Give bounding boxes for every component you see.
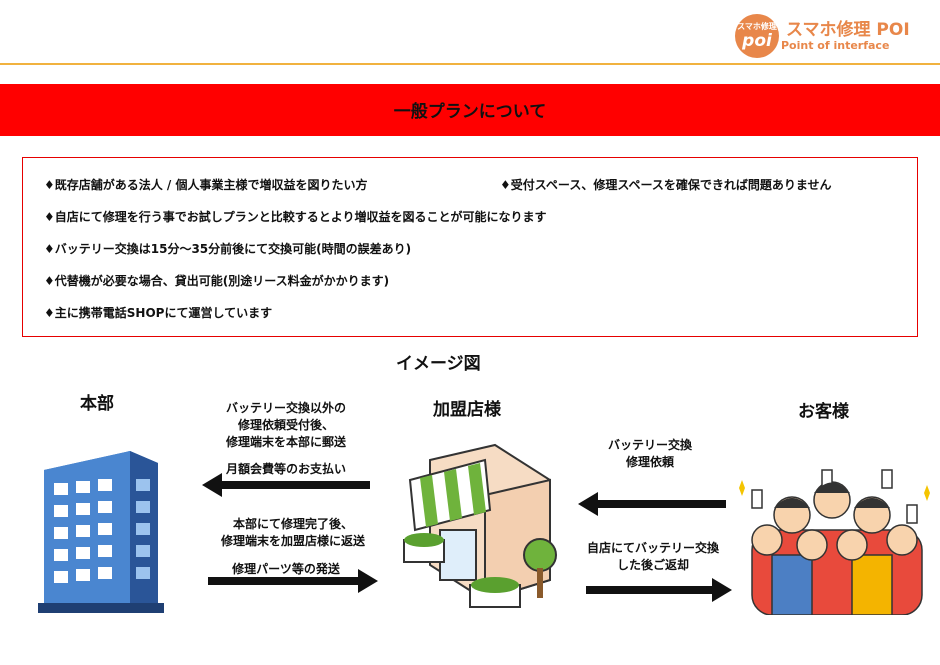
flow-line: 自店にてバッテリー交換 [586,541,719,555]
flow-request-to-hq: バッテリー交換以外の 修理依頼受付後、 修理端末を本部に郵送 [206,400,366,451]
info-bullet: ♦代替機が必要な場合、貸出可能(別途リース料金がかかります) [44,274,390,288]
title-banner [0,84,940,136]
arrow-to-franchise [208,569,378,593]
flow-line: 修理依頼 [625,455,674,469]
info-bullet: ♦バッテリー交換は15分～35分前後にて交換可能(時間の誤差あり) [44,242,412,256]
info-bullet: ♦自店にて修理を行う事でお試しプランと比較するとより増収益を図ることが可能になり… [44,210,547,224]
flow-line: した後ご返却 [616,558,689,572]
logo-title: スマホ修理 POI [786,20,910,40]
flow-line: バッテリー交換以外の [225,401,346,415]
diagram-title: イメージ図 [396,354,481,374]
hq-label: 本部 [80,394,114,414]
info-box [22,157,918,337]
flow-line: 修理依頼受付後、 [237,418,334,432]
flow-return-to-customer: 自店にてバッテリー交換 した後ご返却 [573,540,733,574]
logo-badge: スマホ修理 poi [735,14,779,58]
info-bullet: ♦受付スペース、修理スペースを確保できれば問題ありません [500,178,832,192]
info-bullet: ♦既存店舗がある法人 / 個人事業主様で増収益を図りたい方 [44,178,368,192]
flow-monthly-fee: 月額会費等のお支払い [225,462,346,476]
info-bullet: ♦主に携帯電話SHOPにて運営しています [44,306,273,320]
customer-label: お客様 [798,402,849,422]
building-icon [38,451,164,613]
flow-line: バッテリー交換 [607,438,692,452]
logo-badge-bottom-text: poi [742,31,772,51]
arrow-to-hq [202,473,370,497]
flow-line: 本部にて修理完了後、 [232,517,353,531]
shop-icon [403,443,557,608]
page-title: 一般プランについて [393,102,547,122]
flow-line: 修理端末を加盟店様に返送 [220,534,365,548]
header-rule [0,63,940,65]
logo-subtitle: Point of interface [781,39,890,52]
flow-line: 修理端末を本部に郵送 [225,435,346,449]
flow-parts-shipping: 修理パーツ等の発送 [232,562,340,576]
customers-group-icon [739,469,930,615]
logo-badge-top-text: スマホ修理 [737,22,777,31]
arrow-to-customer [586,578,732,602]
flow-battery-request: バッテリー交換 修理依頼 [580,437,720,471]
arrow-from-customer [578,492,726,516]
franchise-label: 加盟店様 [433,400,501,420]
flow-return-to-franchise: 本部にて修理完了後、 修理端末を加盟店様に返送 [203,516,383,550]
